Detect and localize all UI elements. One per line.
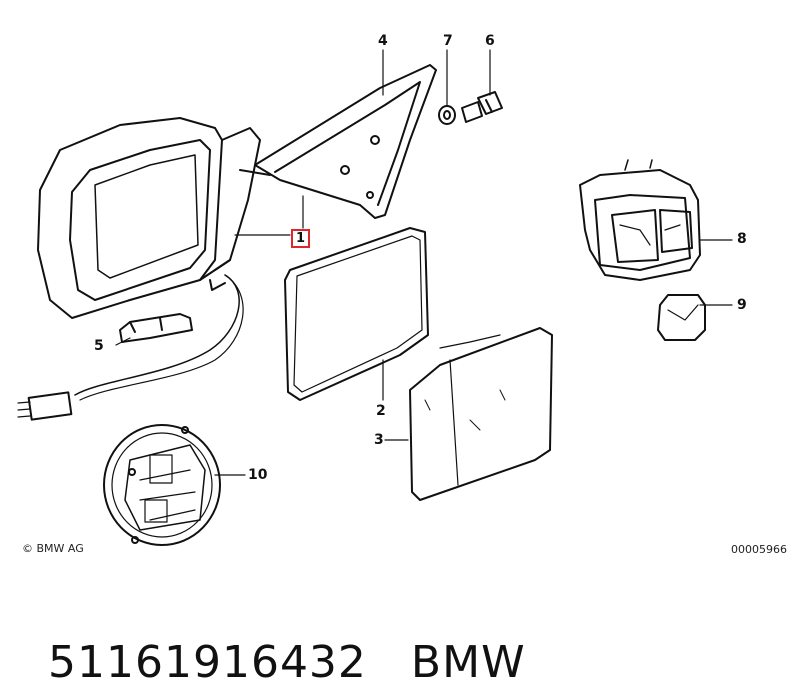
mirror-switch-part-8 — [579, 159, 701, 281]
mirror-glass-part-2 — [284, 227, 429, 401]
callout-9[interactable]: 9 — [737, 297, 747, 313]
callout-10[interactable]: 10 — [248, 467, 268, 483]
part-info-bar: 51161916432 BMW — [18, 586, 526, 688]
heated-glass-part-3 — [409, 327, 553, 501]
callout-2[interactable]: 2 — [376, 403, 386, 419]
parts-diagram — [17, 49, 733, 546]
callout-7[interactable]: 7 — [443, 33, 453, 49]
callout-3[interactable]: 3 — [374, 432, 384, 448]
clip-part-5 — [119, 313, 193, 343]
bolt-part-6 — [461, 91, 503, 123]
callout-1[interactable]: 1 — [291, 229, 311, 248]
mirror-housing-part-1 — [37, 117, 271, 319]
washer-part-7 — [438, 105, 456, 125]
callout-4[interactable]: 4 — [378, 33, 388, 49]
drawing-number: 00005966 — [731, 543, 787, 556]
bracket-plate-part-4 — [254, 64, 437, 219]
callout-6[interactable]: 6 — [485, 33, 495, 49]
leader-lines — [115, 49, 733, 476]
copyright-notice: © BMW AG — [22, 542, 84, 555]
mirror-cable — [17, 274, 244, 421]
mirror-motor-part-10 — [103, 424, 221, 546]
part-number: 51161916432 — [47, 637, 367, 688]
brand-name: BMW — [410, 637, 526, 688]
callout-8[interactable]: 8 — [737, 231, 747, 247]
callout-5[interactable]: 5 — [94, 338, 104, 354]
switch-knob-part-9 — [657, 294, 706, 341]
